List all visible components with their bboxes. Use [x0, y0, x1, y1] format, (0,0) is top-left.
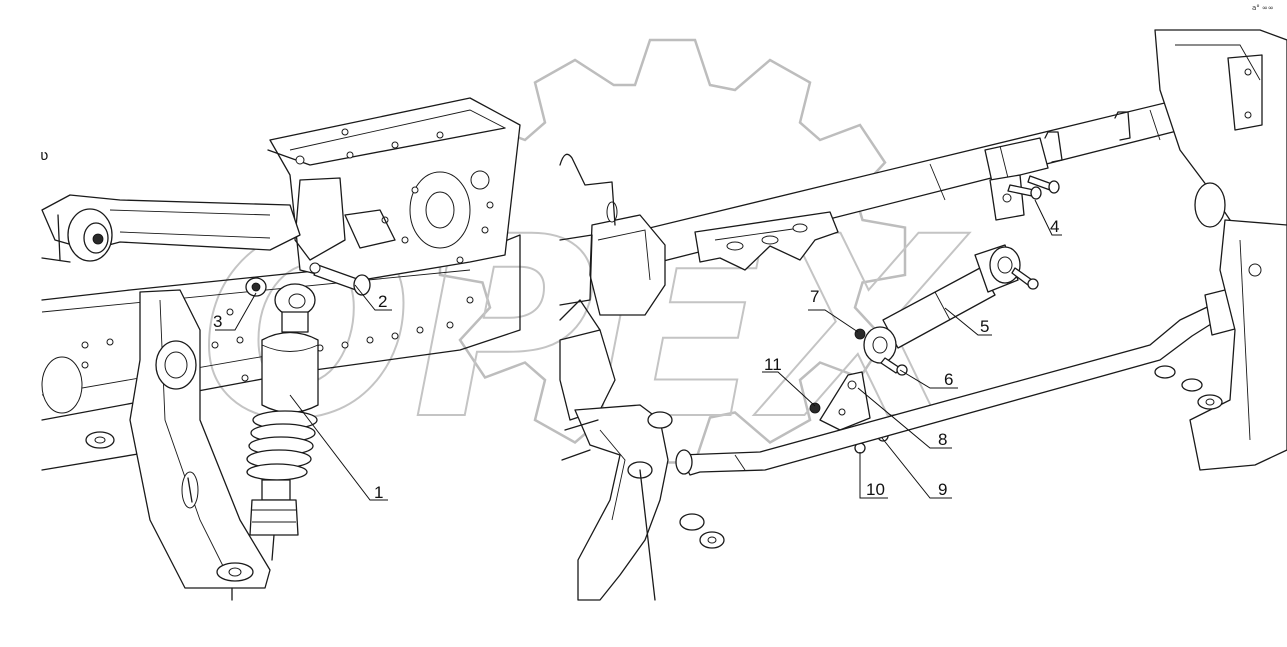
leader-8	[857, 387, 952, 449]
lower-mount-bracket	[85, 289, 271, 601]
cab-mount-bracket	[267, 97, 521, 283]
callout-6: 6	[944, 370, 953, 389]
cab-tilt-arm: ʋ	[40, 148, 301, 263]
upper-shock-bracket-4	[989, 174, 1060, 221]
callout-8: 8	[938, 430, 947, 449]
callout-9: 9	[938, 480, 947, 499]
leader-10	[859, 452, 888, 499]
right-frame-structure	[1154, 29, 1287, 471]
cab-mount-bracket-right	[559, 153, 666, 316]
svg-text:ʋ: ʋ	[40, 148, 48, 164]
leader-1	[289, 394, 388, 501]
corner-mark: a° ∞∞	[1252, 4, 1274, 12]
cab-shock-absorber-5	[854, 244, 1039, 376]
leader-11	[762, 371, 816, 407]
right-view	[559, 29, 1287, 601]
nut-3	[245, 277, 267, 297]
bolt-2	[309, 262, 371, 296]
cab-shock-absorber-1	[246, 283, 319, 561]
leader-2	[354, 284, 392, 311]
callout-4: 4	[1050, 217, 1059, 236]
coil-spring	[246, 410, 318, 481]
rail-holes	[81, 296, 474, 382]
callout-10: 10	[866, 480, 885, 499]
leader-9	[881, 437, 952, 499]
callout-leaders	[215, 199, 1062, 501]
callout-1: 1	[374, 483, 383, 502]
callout-3: 3	[213, 312, 222, 331]
leader-7	[808, 309, 859, 333]
leader-6	[899, 369, 958, 389]
leader-4	[1034, 199, 1062, 236]
leader-5	[944, 307, 992, 336]
callout-5: 5	[980, 317, 989, 336]
callout-11: 11	[764, 355, 782, 374]
lower-pivot-bracket	[559, 299, 725, 601]
callout-7: 7	[810, 287, 819, 306]
callout-numbers: 1 2 3 4 5 6 7 8 9 10 11	[213, 217, 1059, 502]
callout-2: 2	[378, 292, 387, 311]
left-view: ʋ	[40, 97, 521, 601]
leader-3	[215, 292, 257, 331]
wiring-clip	[694, 211, 839, 271]
